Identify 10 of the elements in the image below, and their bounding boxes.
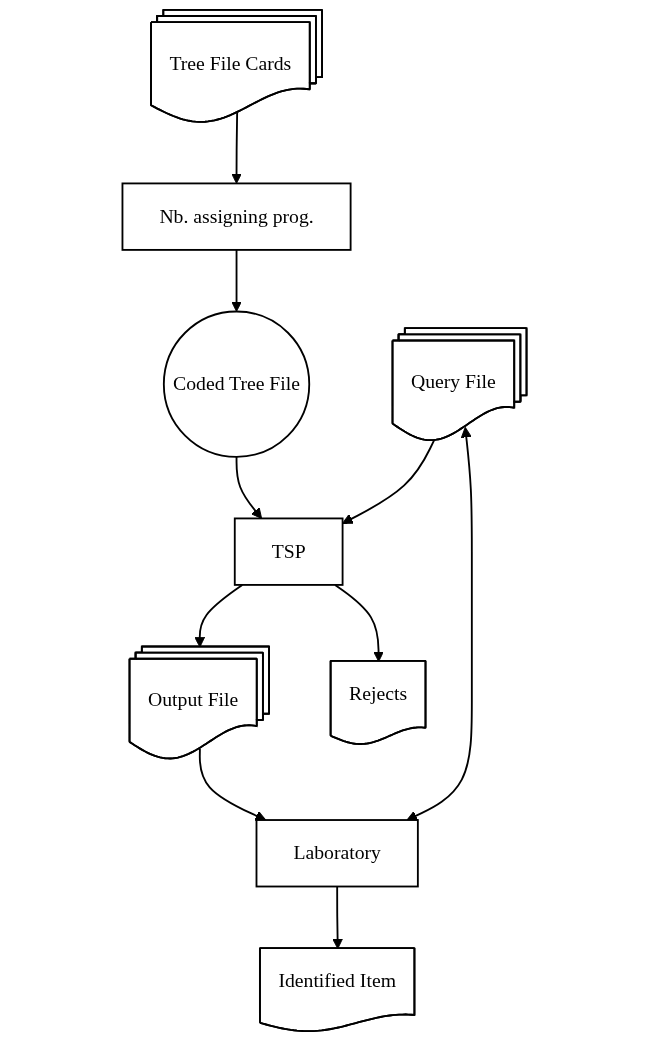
node-box: Laboratory bbox=[255, 819, 419, 888]
arrow bbox=[406, 426, 473, 821]
arrow bbox=[231, 111, 242, 184]
node-circle: Coded Tree File bbox=[162, 310, 311, 458]
node-box: TSP bbox=[233, 517, 344, 586]
arrow bbox=[198, 747, 267, 821]
arrow bbox=[231, 248, 242, 312]
arrow bbox=[342, 439, 435, 524]
node-box: Nb. assigning prog. bbox=[121, 182, 352, 251]
arrow bbox=[235, 455, 263, 519]
